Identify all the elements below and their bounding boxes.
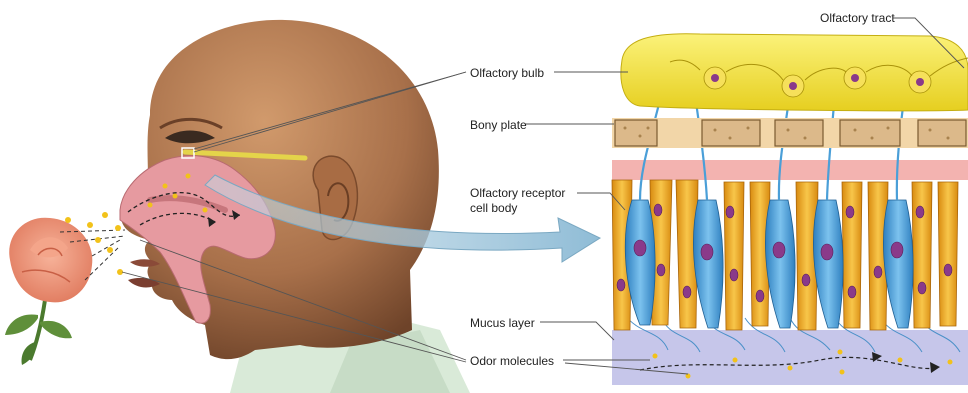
olfactory-epithelium-detail <box>612 34 968 385</box>
rose-flower-icon <box>5 218 92 365</box>
label-receptor-line2: cell body <box>470 201 517 215</box>
mucus-layer-band <box>612 330 968 385</box>
label-mucus-layer: Mucus layer <box>470 316 535 330</box>
label-olfactory-tract: Olfactory tract <box>820 11 895 25</box>
label-receptor-line1: Olfactory receptor <box>470 186 565 200</box>
label-bony-plate: Bony plate <box>470 118 527 132</box>
head-illustration <box>120 20 470 393</box>
label-olfactory-bulb: Olfactory bulb <box>470 66 544 80</box>
label-odor-molecules: Odor molecules <box>470 354 554 368</box>
rose-bloom <box>9 218 92 303</box>
